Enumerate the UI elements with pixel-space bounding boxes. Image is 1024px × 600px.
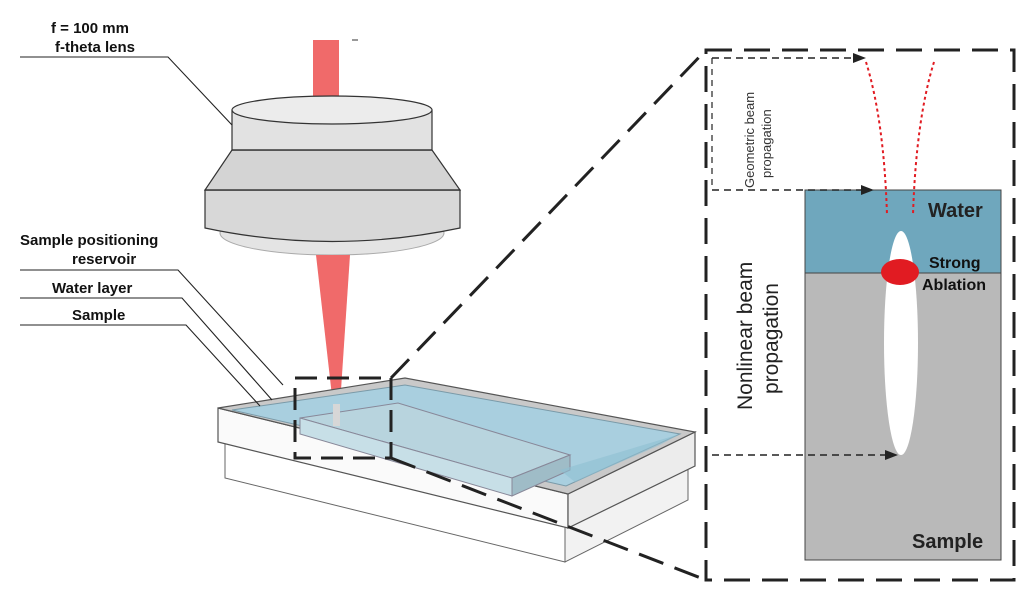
geometric-label-line2: propagation — [759, 109, 774, 178]
inset-sample-label: Sample — [912, 531, 983, 553]
inset-panel: Water Strong Ablation Sample Geometric b… — [704, 48, 1016, 582]
lens-label-line1: f = 100 mm — [51, 20, 129, 37]
inset-water-label: Water — [928, 200, 983, 222]
inset-ablation-label: Ablation — [922, 277, 986, 294]
arrow-head-bottom — [885, 450, 898, 460]
f-theta-lens — [203, 95, 462, 256]
nonlinear-label-line1: Nonlinear beam — [734, 262, 757, 410]
reservoir-label-line2: reservoir — [72, 251, 136, 268]
geometric-beam-right — [912, 61, 935, 216]
sample-label: Sample — [72, 307, 125, 324]
nonlinear-label-line2: propagation — [760, 283, 783, 394]
arrow-head-top — [853, 53, 866, 63]
lens-label-line2: f-theta lens — [55, 39, 135, 56]
zoom-region-box — [293, 376, 393, 460]
arrow-head-middle — [861, 185, 874, 195]
leader-water — [20, 297, 273, 401]
sample-reservoir — [217, 377, 697, 563]
inset-arrows — [712, 57, 886, 456]
zoom-line-bottom — [390, 456, 707, 582]
leader-lens — [20, 56, 233, 126]
leader-reservoir — [20, 269, 284, 386]
geometric-label-line1: Geometric beam — [742, 92, 757, 188]
laser-beam-focused — [316, 255, 350, 405]
water-layer-label: Water layer — [52, 280, 132, 297]
leader-lines — [20, 56, 284, 407]
inset-strong-label: Strong — [929, 255, 981, 272]
geometric-beam-left — [865, 61, 888, 216]
reservoir-label-line1: Sample positioning — [20, 232, 158, 249]
ablation-spot — [881, 259, 919, 285]
leader-sample — [20, 324, 261, 407]
filament-channel — [884, 231, 918, 455]
